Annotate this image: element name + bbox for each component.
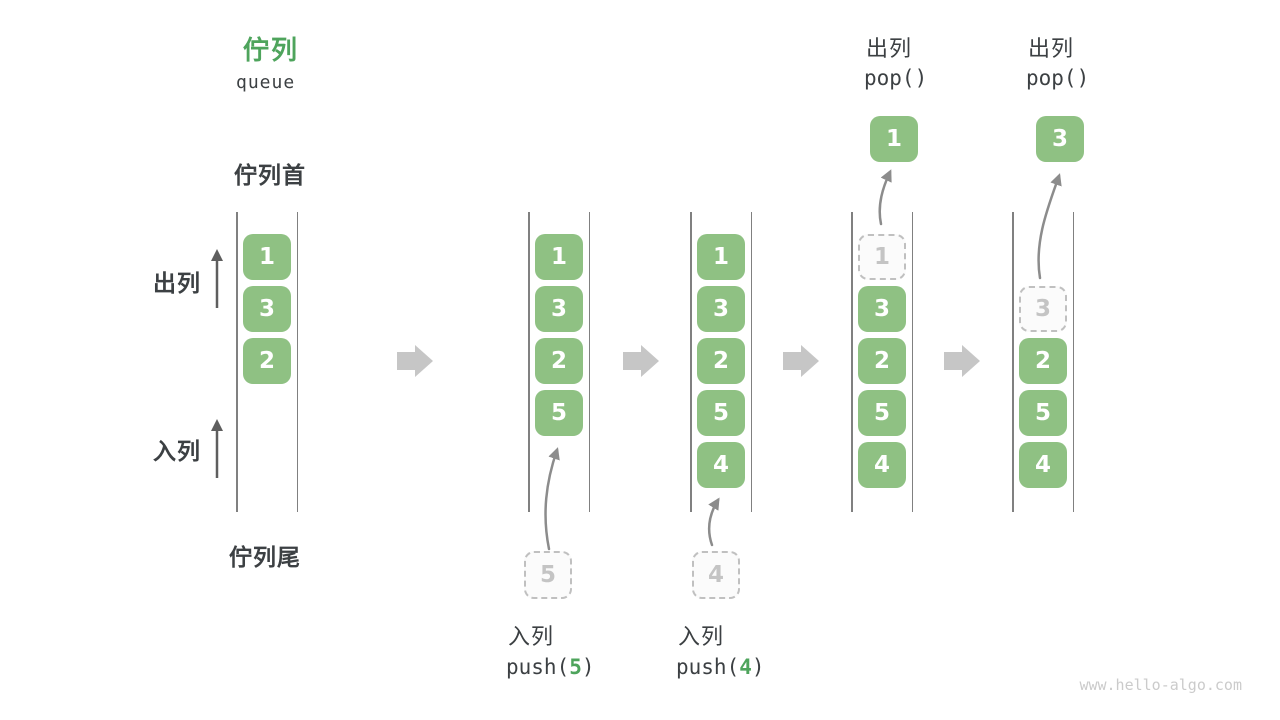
queue-item: 2 bbox=[1019, 338, 1067, 384]
state-transition-arrow-icon bbox=[944, 345, 980, 377]
op-code-fn: push( bbox=[506, 655, 570, 679]
op-label-enqueue-4: 入列 bbox=[678, 625, 725, 650]
queue-item: 3 bbox=[243, 286, 291, 332]
queue-item: 3 bbox=[697, 286, 745, 332]
queue-item: 2 bbox=[858, 338, 906, 384]
queue-state-1: 1 3 2 bbox=[236, 212, 298, 512]
queue-item: 5 bbox=[1019, 390, 1067, 436]
queue-state-2: 1 3 2 5 bbox=[528, 212, 590, 512]
label-enqueue: 入列 bbox=[153, 439, 201, 465]
queue-item: 5 bbox=[858, 390, 906, 436]
queue-state-4: 1 3 2 5 4 bbox=[851, 212, 913, 512]
queue-rail bbox=[911, 212, 913, 512]
op-label-enqueue-5: 入列 bbox=[508, 625, 555, 650]
label-queue-front: 佇列首 bbox=[234, 163, 306, 189]
queue-item: 2 bbox=[535, 338, 583, 384]
op-code-arg: 5 bbox=[569, 655, 582, 679]
queue-rail bbox=[690, 212, 692, 512]
op-label-dequeue-3: 出列 bbox=[1028, 37, 1075, 62]
queue-item: 2 bbox=[243, 338, 291, 384]
op-code-push-4: push(4) bbox=[676, 655, 765, 679]
queue-item: 5 bbox=[535, 390, 583, 436]
queue-item-removed: 3 bbox=[1019, 286, 1067, 332]
incoming-item: 5 bbox=[524, 551, 572, 599]
queue-item: 5 bbox=[697, 390, 745, 436]
queue-rail bbox=[851, 212, 853, 512]
queue-rail bbox=[1072, 212, 1074, 512]
queue-item: 1 bbox=[243, 234, 291, 280]
queue-rail bbox=[296, 212, 298, 512]
label-queue-rear: 佇列尾 bbox=[229, 545, 301, 571]
queue-item: 1 bbox=[535, 234, 583, 280]
incoming-item: 4 bbox=[692, 551, 740, 599]
queue-item: 3 bbox=[858, 286, 906, 332]
queue-state-3: 1 3 2 5 4 bbox=[690, 212, 752, 512]
state-transition-arrow-icon bbox=[397, 345, 433, 377]
queue-item: 4 bbox=[1019, 442, 1067, 488]
queue-rail bbox=[528, 212, 530, 512]
queue-item: 2 bbox=[697, 338, 745, 384]
queue-item: 4 bbox=[858, 442, 906, 488]
queue-rail bbox=[1012, 212, 1014, 512]
watermark: www.hello-algo.com bbox=[1079, 676, 1242, 694]
diagram-title: 佇列 bbox=[243, 36, 300, 66]
queue-item-removed: 1 bbox=[858, 234, 906, 280]
queue-rail bbox=[236, 212, 238, 512]
diagram-subtitle: queue bbox=[236, 72, 296, 93]
queue-state-5: 3 2 5 4 bbox=[1012, 212, 1074, 512]
queue-rail bbox=[750, 212, 752, 512]
queue-item: 3 bbox=[535, 286, 583, 332]
popped-item: 3 bbox=[1036, 116, 1084, 162]
popped-item: 1 bbox=[870, 116, 918, 162]
op-code-close: ) bbox=[751, 655, 765, 679]
label-dequeue: 出列 bbox=[153, 271, 201, 297]
state-transition-arrow-icon bbox=[623, 345, 659, 377]
op-code-fn: push( bbox=[676, 655, 740, 679]
queue-item: 4 bbox=[697, 442, 745, 488]
state-transition-arrow-icon bbox=[783, 345, 819, 377]
op-code-close: ) bbox=[581, 655, 595, 679]
queue-item: 1 bbox=[697, 234, 745, 280]
op-code-arg: 4 bbox=[739, 655, 752, 679]
op-code-pop-1: pop() bbox=[864, 66, 928, 90]
op-code-pop-3: pop() bbox=[1026, 66, 1090, 90]
queue-rail bbox=[588, 212, 590, 512]
op-code-push-5: push(5) bbox=[506, 655, 595, 679]
op-label-dequeue-1: 出列 bbox=[866, 37, 913, 62]
